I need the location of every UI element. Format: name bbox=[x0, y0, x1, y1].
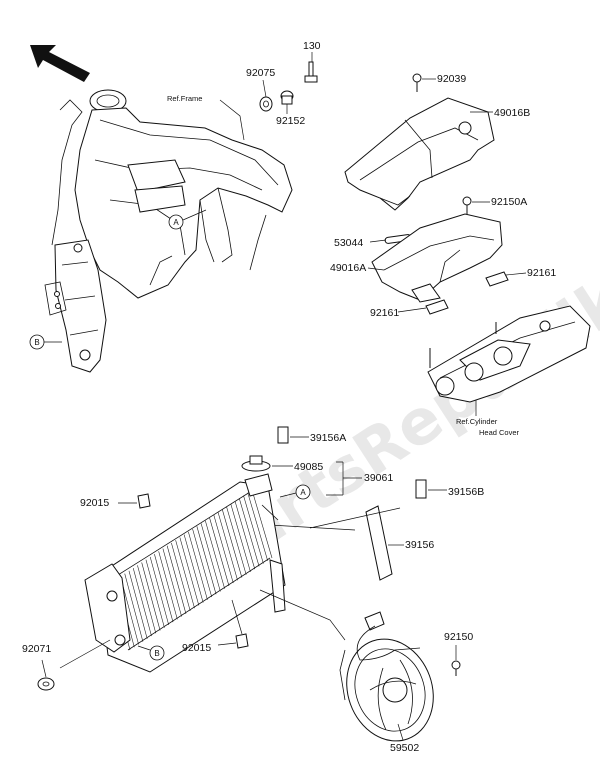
cover-49016B bbox=[344, 97, 495, 211]
part-number-92161-lower: 92161 bbox=[370, 307, 399, 319]
radiator-fin bbox=[132, 567, 152, 637]
part-number-92075: 92075 bbox=[246, 67, 275, 79]
ref-frame-label: Ref.Frame bbox=[167, 94, 202, 103]
part-number-53044: 53044 bbox=[334, 237, 363, 249]
callout-b-radiator: B bbox=[137, 645, 165, 661]
part-number-92161-upper: 92161 bbox=[527, 267, 556, 279]
svg-text:A: A bbox=[173, 218, 179, 227]
radiator-fin bbox=[154, 554, 174, 623]
pad-92161-lower bbox=[425, 299, 449, 315]
radiator-fin bbox=[209, 517, 230, 586]
radiator-fin bbox=[200, 523, 221, 592]
pad-39156A bbox=[277, 426, 289, 444]
pad-39156B bbox=[415, 479, 427, 499]
front-direction-arrow bbox=[30, 45, 90, 82]
svg-text:B: B bbox=[34, 338, 39, 347]
cover-49016A bbox=[371, 213, 503, 303]
svg-text:A: A bbox=[300, 488, 306, 497]
part-number-39156B: 39156B bbox=[448, 486, 484, 498]
part-number-39156: 39156 bbox=[405, 539, 434, 551]
clip-92015-upper bbox=[137, 493, 151, 509]
radiator-fin bbox=[145, 559, 165, 628]
radiator-fin bbox=[251, 489, 273, 559]
radiator-fin bbox=[243, 495, 264, 564]
bolt-130 bbox=[304, 61, 318, 83]
screw-92150A bbox=[462, 196, 472, 214]
fan-assembly-drawing bbox=[259, 589, 434, 742]
ref-cylinder-label-2: Head Cover bbox=[479, 428, 520, 437]
cylinder-head-cover-drawing bbox=[427, 305, 591, 403]
part-number-39156A: 39156A bbox=[310, 432, 346, 444]
radiator-fin bbox=[230, 503, 251, 573]
radiator-fin bbox=[137, 565, 157, 634]
ref-cylinder-label-1: Ref.Cylinder bbox=[456, 417, 498, 426]
pad-39156 bbox=[365, 505, 393, 581]
radiator-fin bbox=[179, 537, 200, 606]
radiator-fin bbox=[183, 534, 204, 603]
radiator-fin bbox=[128, 570, 148, 639]
callout-a-radiator: A bbox=[279, 484, 311, 500]
part-number-59502: 59502 bbox=[390, 742, 419, 754]
part-number-92150A: 92150A bbox=[491, 196, 527, 208]
part-number-49016A: 49016A bbox=[330, 262, 366, 274]
screw-92039 bbox=[412, 73, 422, 92]
grommet-92071 bbox=[37, 677, 55, 691]
radiator-fin bbox=[217, 512, 238, 581]
radiator-fin bbox=[222, 509, 243, 578]
radiator-fin bbox=[205, 520, 225, 589]
part-number-49085: 49085 bbox=[294, 461, 323, 473]
radiator-fin bbox=[192, 528, 213, 598]
part-number-92152: 92152 bbox=[276, 115, 305, 127]
radiator-fins bbox=[111, 489, 273, 651]
part-number-92071: 92071 bbox=[22, 643, 51, 655]
pad-92161-upper bbox=[485, 271, 509, 287]
radiator-fin bbox=[141, 562, 161, 631]
radiator-fin bbox=[213, 515, 234, 584]
radiator-fin bbox=[124, 573, 144, 642]
radiator-fin bbox=[149, 556, 170, 625]
callout-b-frame: B bbox=[29, 334, 62, 350]
part-number-92039: 92039 bbox=[437, 73, 466, 85]
part-number-130: 130 bbox=[303, 40, 321, 52]
cap-49085 bbox=[241, 455, 271, 472]
part-number-39061: 39061 bbox=[364, 472, 393, 484]
callout-a-frame: A bbox=[168, 209, 207, 230]
clip-92015-lower bbox=[235, 633, 249, 649]
part-number-49016B: 49016B bbox=[494, 107, 530, 119]
radiator-drawing bbox=[84, 473, 286, 673]
radiator-fin bbox=[234, 501, 256, 570]
svg-text:B: B bbox=[154, 649, 159, 658]
radiator-fin bbox=[166, 545, 187, 614]
radiator-fin bbox=[226, 506, 247, 575]
frame-drawing bbox=[44, 89, 293, 373]
part-number-92015-lower: 92015 bbox=[182, 642, 211, 654]
grommet-92075 bbox=[259, 96, 273, 112]
radiator-fin bbox=[196, 526, 217, 595]
part-number-92015-upper: 92015 bbox=[80, 497, 109, 509]
radiator-fin bbox=[158, 551, 178, 620]
radiator-fin bbox=[238, 498, 260, 567]
radiator-fin bbox=[171, 542, 191, 612]
radiator-fin bbox=[175, 540, 195, 609]
radiator-fin bbox=[162, 548, 182, 617]
radiator-fin bbox=[247, 492, 268, 561]
screw-92150 bbox=[451, 660, 461, 676]
radiator-fin bbox=[188, 531, 208, 600]
part-number-92150: 92150 bbox=[444, 631, 473, 643]
collar-92152 bbox=[280, 90, 294, 105]
